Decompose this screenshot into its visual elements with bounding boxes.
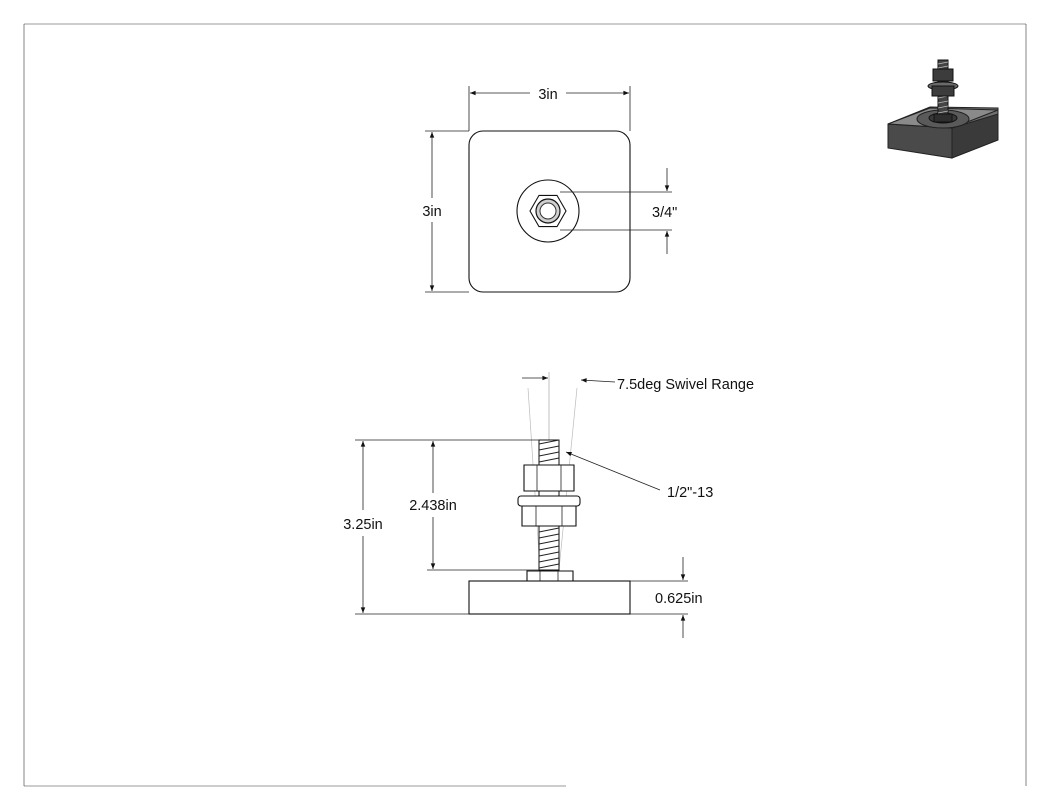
jam-nut-upper — [523, 464, 575, 492]
base-thickness-label: 0.625in — [655, 591, 703, 607]
washer — [517, 495, 581, 507]
sheet-border — [23, 23, 1027, 787]
top-width-label: 3in — [538, 87, 557, 103]
stud-size-label: 3/4" — [652, 205, 677, 221]
jam-nut-lower — [521, 505, 577, 527]
top-height-label: 3in — [422, 204, 441, 220]
stud-height-label: 2.438in — [409, 498, 457, 514]
side-view: 7.5deg Swivel Range 1/2"-13 — [343, 372, 754, 638]
thread-pattern — [538, 439, 560, 569]
isometric-view — [887, 59, 999, 159]
overall-height-label: 3.25in — [343, 517, 383, 533]
swivel-hex — [526, 570, 574, 582]
base-plate-side — [468, 580, 631, 615]
top-view: 3in 3in 3/4" — [422, 86, 677, 293]
swivel-range-label: 7.5deg Swivel Range — [617, 377, 754, 393]
thread-spec-label: 1/2"-13 — [667, 485, 713, 501]
